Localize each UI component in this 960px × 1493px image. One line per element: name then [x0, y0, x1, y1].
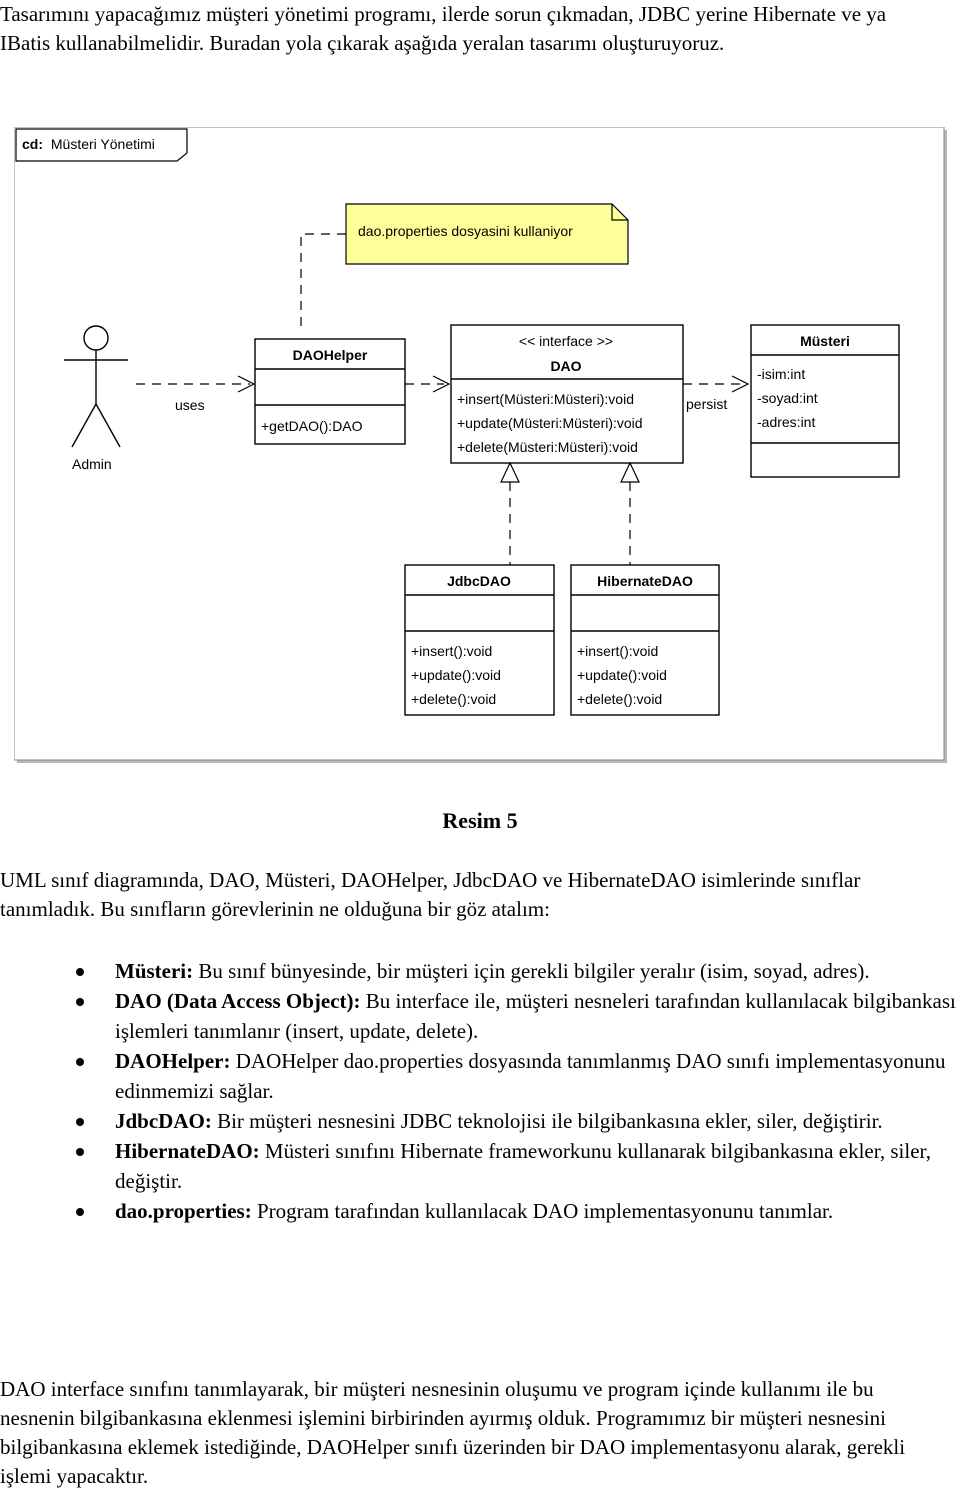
uml-class-diagram: cd: Müsteri Yönetimi dao.properties dosy… — [14, 127, 947, 763]
musteri-class: Müsteri -isim:int -soyad:int -adres:int — [750, 324, 900, 478]
list-term: DAO (Data Access Object): — [115, 989, 361, 1013]
bullet-icon — [76, 1118, 84, 1126]
list-item: Müsteri: Bu sınıf bünyesinde, bir müşter… — [0, 956, 960, 986]
closing-paragraph: DAO interface sınıfını tanımlayarak, bir… — [0, 1377, 906, 1488]
list-term: JdbcDAO: — [115, 1109, 212, 1133]
jdbcdao-op: +update():void — [411, 667, 501, 683]
class-description-list: Müsteri: Bu sınıf bünyesinde, bir müşter… — [0, 956, 960, 1226]
daohelper-op: +getDAO():DAO — [261, 418, 363, 434]
list-item: HibernateDAO: Müsteri sınıfını Hibernate… — [0, 1136, 960, 1196]
list-term: dao.properties: — [115, 1199, 252, 1223]
bullet-icon — [76, 1208, 84, 1216]
jdbcdao-name: JdbcDAO — [447, 573, 511, 589]
jdbcdao-op: +insert():void — [411, 643, 492, 659]
list-item: DAOHelper: DAOHelper dao.properties dosy… — [0, 1046, 960, 1106]
svg-text:cd: Müsteri Yönetimi: cd: Müsteri Yönetimi — [22, 136, 155, 152]
list-term: DAOHelper: — [115, 1049, 231, 1073]
dao-name: DAO — [550, 358, 581, 374]
bullet-icon — [76, 968, 84, 976]
jdbcdao-class: JdbcDAO +insert():void +update():void +d… — [404, 564, 555, 716]
bullet-icon — [76, 998, 84, 1006]
uses-label: uses — [175, 397, 205, 413]
figure-caption: Resim 5 — [442, 808, 518, 833]
dao-stereotype: << interface >> — [519, 333, 613, 349]
list-term: Müsteri: — [115, 959, 194, 983]
daohelper-class: DAOHelper +getDAO():DAO — [254, 338, 406, 445]
frame-keyword: cd: — [22, 136, 43, 152]
dao-op: +update(Müsteri:Müsteri):void — [457, 415, 643, 431]
dao-op: +delete(Müsteri:Müsteri):void — [457, 439, 638, 455]
list-text: DAOHelper dao.properties dosyasında tanı… — [115, 1049, 946, 1103]
hibernatedao-op: +insert():void — [577, 643, 658, 659]
actor-label: Admin — [72, 456, 112, 472]
list-item: DAO (Data Access Object): Bu interface i… — [0, 986, 960, 1046]
hibernatedao-class: HibernateDAO +insert():void +update():vo… — [570, 564, 720, 716]
note: dao.properties dosyasini kullaniyor — [345, 203, 629, 265]
dao-interface: << interface >> DAO +insert(Müsteri:Müst… — [450, 324, 684, 464]
dao-op: +insert(Müsteri:Müsteri):void — [457, 391, 634, 407]
intro-paragraph: Tasarımını yapacağımız müşteri yönetimi … — [0, 2, 887, 55]
hibernatedao-op: +update():void — [577, 667, 667, 683]
musteri-name: Müsteri — [800, 333, 850, 349]
list-item: JdbcDAO: Bir müşteri nesnesini JDBC tekn… — [0, 1106, 960, 1136]
musteri-attr: -isim:int — [757, 366, 805, 382]
actor-admin — [64, 325, 128, 448]
persist-label: persist — [686, 396, 727, 412]
frame-title: Müsteri Yönetimi — [51, 136, 155, 152]
list-item: dao.properties: Program tarafından kulla… — [0, 1196, 960, 1226]
list-text: Bu sınıf bünyesinde, bir müşteri için ge… — [193, 959, 870, 983]
bullet-icon — [76, 1148, 84, 1156]
list-text: Bu interface ile, müşteri nesneleri tara… — [115, 989, 956, 1043]
bullet-icon — [76, 1058, 84, 1066]
list-term: HibernateDAO: — [115, 1139, 260, 1163]
list-text: Müsteri sınıfını Hibernate frameworkunu … — [115, 1139, 931, 1193]
daohelper-name: DAOHelper — [293, 347, 368, 363]
hibernatedao-name: HibernateDAO — [597, 573, 693, 589]
list-text: Program tarafından kullanılacak DAO impl… — [251, 1199, 834, 1223]
note-text: dao.properties dosyasini kullaniyor — [358, 223, 573, 239]
frame-tab: cd: Müsteri Yönetimi — [15, 128, 188, 162]
list-text: Bir müşteri nesnesini JDBC teknolojisi i… — [211, 1109, 883, 1133]
musteri-attr: -adres:int — [757, 414, 815, 430]
summary-paragraph: UML sınıf diagramında, DAO, Müsteri, DAO… — [0, 868, 861, 921]
hibernatedao-op: +delete():void — [577, 691, 662, 707]
jdbcdao-op: +delete():void — [411, 691, 496, 707]
musteri-attr: -soyad:int — [757, 390, 818, 406]
